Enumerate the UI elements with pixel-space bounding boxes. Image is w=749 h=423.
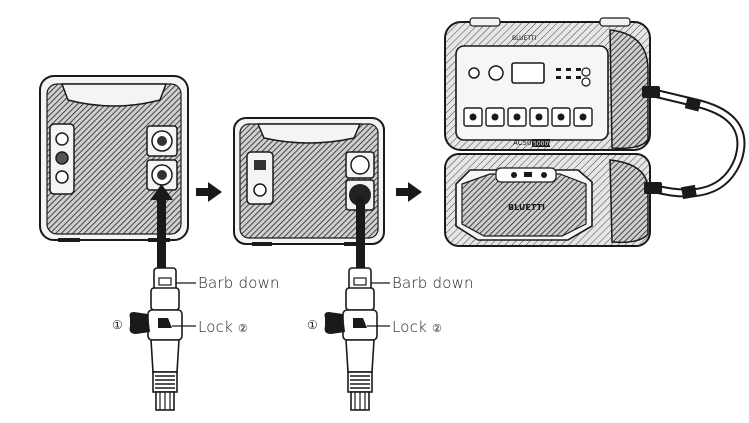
lcd-screen (511, 62, 545, 84)
circled-number-icon: ② (431, 322, 443, 335)
arrow-right-icon (396, 182, 422, 202)
device-model-label: AC500 (513, 139, 536, 147)
step-number-1: ① (112, 318, 123, 332)
device-model-suffix: 5000W (533, 141, 554, 148)
circled-number-icon: ② (237, 322, 249, 335)
hand-press-icon (324, 312, 345, 334)
brand-logo-top: BLUETTI (512, 35, 537, 42)
power-button-icon (488, 65, 504, 81)
barb-down-label-1: Barb down (198, 274, 280, 292)
lock-text: Lock (392, 318, 428, 336)
barb-down-label-2: Barb down (392, 274, 474, 292)
cable-plug-2 (342, 267, 390, 411)
arrow-up-icon (150, 184, 173, 274)
lock-label-1: Lock ② (198, 318, 248, 336)
ac-outlets (463, 107, 593, 127)
plugged-cable (356, 196, 365, 272)
arrow-right-icon (196, 182, 222, 202)
lock-label-2: Lock ② (392, 318, 442, 336)
cable-plug-1 (147, 267, 196, 411)
battery-back-panel-1 (39, 75, 189, 242)
step-number-2: ① (307, 318, 318, 332)
expansion-cable (642, 86, 746, 200)
brand-logo-battery: BLUETTI (508, 203, 545, 212)
hand-press-icon (129, 312, 150, 334)
battery-back-panel-2 (233, 117, 385, 246)
stacked-power-station: AC500 5000W BLUETTI BLUETTI (444, 17, 651, 247)
lock-text: Lock (198, 318, 234, 336)
